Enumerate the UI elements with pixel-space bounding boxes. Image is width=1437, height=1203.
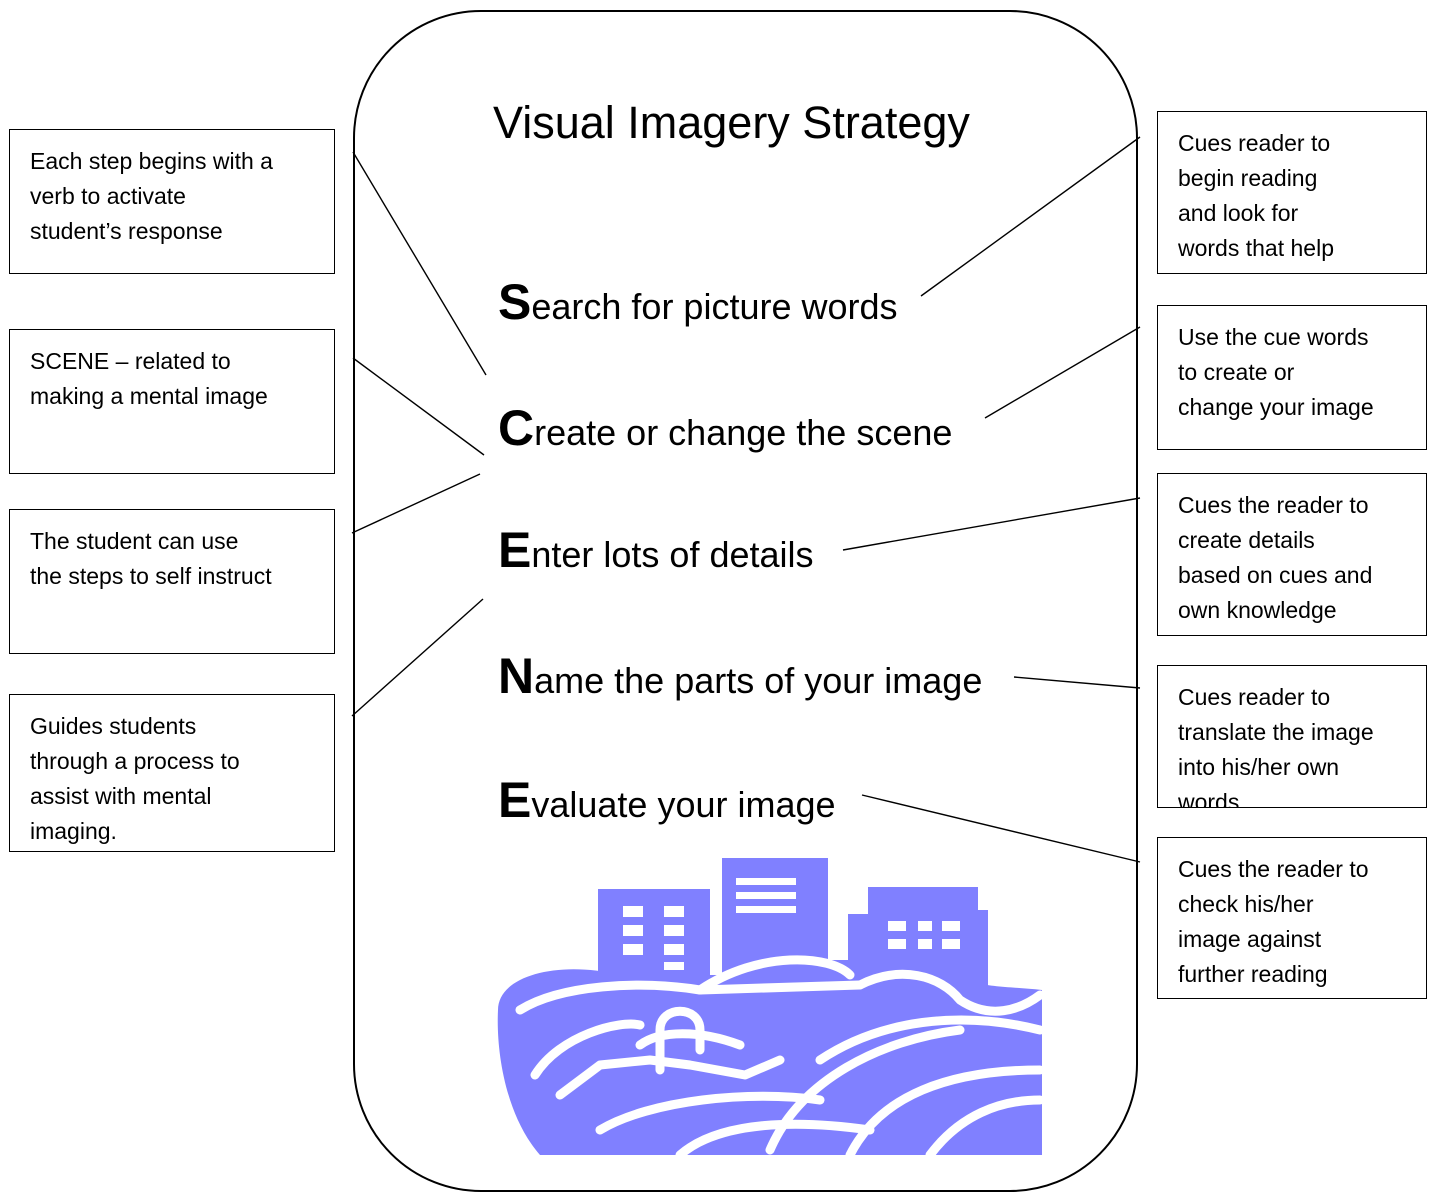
step-letter: E	[498, 772, 532, 828]
step-evaluate: Evaluate your image	[498, 775, 836, 827]
connector-right-1	[920, 136, 1141, 297]
connector-left-4	[351, 598, 484, 717]
connector-right-5	[861, 794, 1141, 863]
note-text: Use the cue words to create or change yo…	[1178, 324, 1374, 420]
note-text: SCENE – related to making a mental image	[30, 348, 268, 409]
diagram-title: Visual Imagery Strategy	[493, 97, 970, 148]
left-note-2: SCENE – related to making a mental image	[9, 329, 335, 474]
note-text: Cues reader to translate the image into …	[1178, 684, 1374, 808]
connector-right-3	[842, 497, 1141, 551]
step-letter: S	[498, 274, 532, 330]
connector-left-2	[352, 357, 485, 456]
step-letter: E	[498, 522, 532, 578]
step-text: valuate your image	[531, 784, 836, 825]
step-enter: Enter lots of details	[498, 525, 814, 577]
step-text: earch for picture words	[531, 286, 898, 327]
step-text: ame the parts of your image	[534, 660, 983, 701]
note-text: Cues reader to begin reading and look fo…	[1178, 130, 1334, 261]
connector-right-4	[1013, 676, 1141, 689]
note-text: Guides students through a process to ass…	[30, 713, 240, 844]
right-note-2: Use the cue words to create or change yo…	[1157, 305, 1427, 450]
right-note-1: Cues reader to begin reading and look fo…	[1157, 111, 1427, 274]
connector-right-2	[984, 326, 1141, 419]
connector-left-3	[351, 473, 481, 534]
right-note-5: Cues the reader to check his/her image a…	[1157, 837, 1427, 999]
step-name: Name the parts of your image	[498, 651, 983, 703]
step-search: Search for picture words	[498, 277, 898, 329]
step-letter: N	[498, 648, 535, 704]
right-note-4: Cues reader to translate the image into …	[1157, 665, 1427, 808]
note-text: Cues the reader to check his/her image a…	[1178, 856, 1369, 987]
step-text: reate or change the scene	[534, 412, 953, 453]
right-note-3: Cues the reader to create details based …	[1157, 473, 1427, 636]
note-text: The student can use the steps to self in…	[30, 528, 272, 589]
note-text: Cues the reader to create details based …	[1178, 492, 1373, 623]
step-create: Create or change the scene	[498, 403, 953, 455]
left-note-4: Guides students through a process to ass…	[9, 694, 335, 852]
step-text: nter lots of details	[531, 534, 814, 575]
note-text: Each step begins with a verb to activate…	[30, 148, 273, 244]
connector-left-1	[352, 151, 487, 376]
left-note-1: Each step begins with a verb to activate…	[9, 129, 335, 274]
left-note-3: The student can use the steps to self in…	[9, 509, 335, 654]
step-letter: C	[498, 400, 535, 456]
